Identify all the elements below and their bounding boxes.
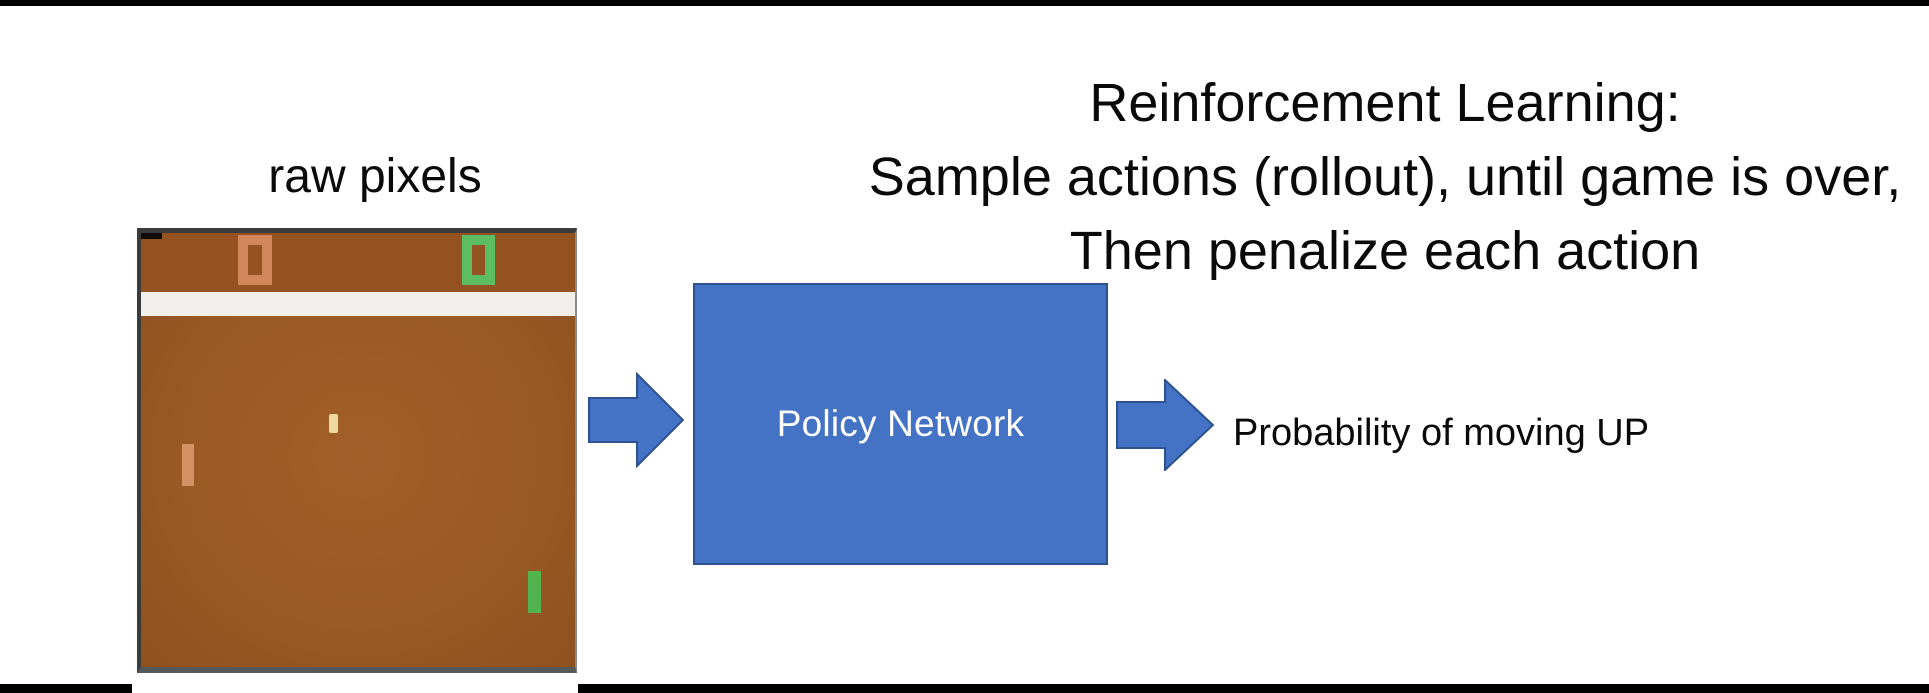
input-arrow-icon — [588, 372, 684, 468]
slide-title: Reinforcement Learning: Sample actions (… — [800, 66, 1929, 288]
left-player-score-zero — [238, 235, 272, 285]
ball — [329, 414, 338, 433]
boundary-stripe — [141, 292, 575, 316]
score-strip — [141, 233, 575, 292]
title-line-1: Reinforcement Learning: — [1089, 73, 1681, 133]
play-field — [141, 316, 575, 667]
policy-network-box: Policy Network — [693, 283, 1108, 565]
raw-pixels-caption: raw pixels — [268, 150, 482, 203]
game-image-white-margin — [132, 672, 578, 693]
left-paddle — [182, 444, 194, 486]
title-line-2: Sample actions (rollout), until game is … — [868, 147, 1902, 207]
pong-game-screenshot — [137, 228, 577, 673]
right-player-score-zero — [462, 235, 495, 285]
right-paddle — [528, 571, 541, 613]
output-probability-label: Probability of moving UP — [1233, 412, 1650, 454]
top-left-tick-mark — [141, 233, 162, 239]
output-arrow-icon — [1116, 379, 1214, 471]
title-line-3: Then penalize each action — [1069, 221, 1701, 281]
top-black-bar — [0, 0, 1929, 6]
bottom-black-bar — [0, 684, 1929, 693]
policy-network-label: Policy Network — [776, 403, 1025, 444]
